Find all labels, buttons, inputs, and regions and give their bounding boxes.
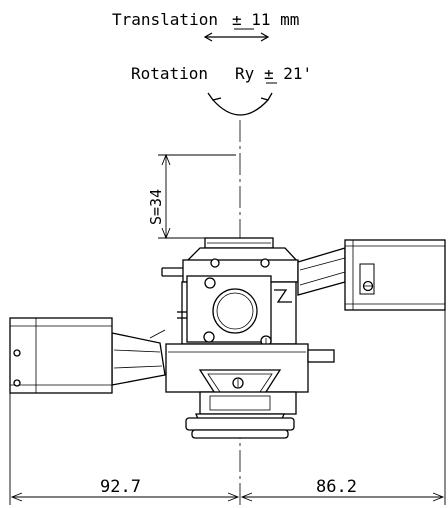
translation-label: Translation bbox=[112, 10, 218, 29]
stroke-dimension bbox=[158, 153, 236, 240]
translation-value: ± 11 mm bbox=[232, 10, 299, 29]
rotation-label: Rotation bbox=[131, 64, 208, 83]
rotation-axis: Ry bbox=[235, 64, 255, 83]
translation-arrow-icon bbox=[203, 32, 270, 42]
mechanism-assembly bbox=[9, 237, 446, 439]
stroke-label: S=34 bbox=[147, 189, 165, 225]
rotation-arrow-icon bbox=[207, 92, 273, 116]
bottom-dimensions bbox=[9, 310, 446, 505]
rotation-value: ± 21' bbox=[264, 64, 312, 83]
dimension-left: 92.7 bbox=[100, 477, 141, 497]
dimension-right: 86.2 bbox=[316, 477, 357, 497]
